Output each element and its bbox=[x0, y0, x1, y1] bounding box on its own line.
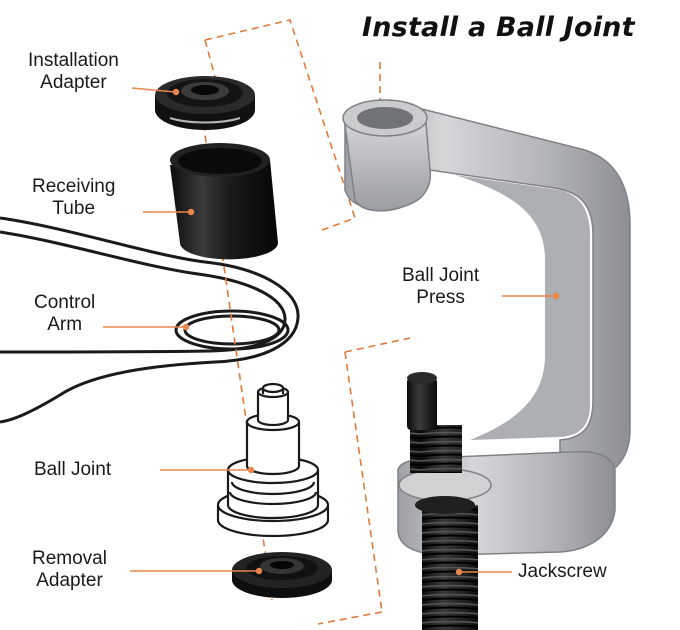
label-receiving-tube: Receiving Tube bbox=[32, 176, 116, 219]
ball-joint-illustration bbox=[216, 382, 330, 538]
label-control-arm: Control Arm bbox=[34, 292, 96, 335]
receiving-tube-illustration bbox=[170, 143, 278, 260]
control-arm-illustration bbox=[0, 216, 300, 424]
label-ball-joint: Ball Joint bbox=[34, 459, 112, 480]
label-jackscrew: Jackscrew bbox=[518, 561, 607, 582]
leader-lines bbox=[103, 87, 560, 576]
diagram-title: Install a Ball Joint bbox=[362, 12, 635, 43]
label-installation-adapter: Installation Adapter bbox=[28, 50, 119, 93]
installation-adapter-illustration bbox=[155, 76, 255, 130]
label-ball-joint-press: Ball Joint Press bbox=[402, 265, 480, 308]
label-removal-adapter: Removal Adapter bbox=[32, 548, 107, 591]
ball-joint-press-illustration bbox=[342, 99, 631, 556]
jackscrew-illustration bbox=[407, 372, 478, 630]
removal-adapter-illustration bbox=[232, 552, 332, 598]
